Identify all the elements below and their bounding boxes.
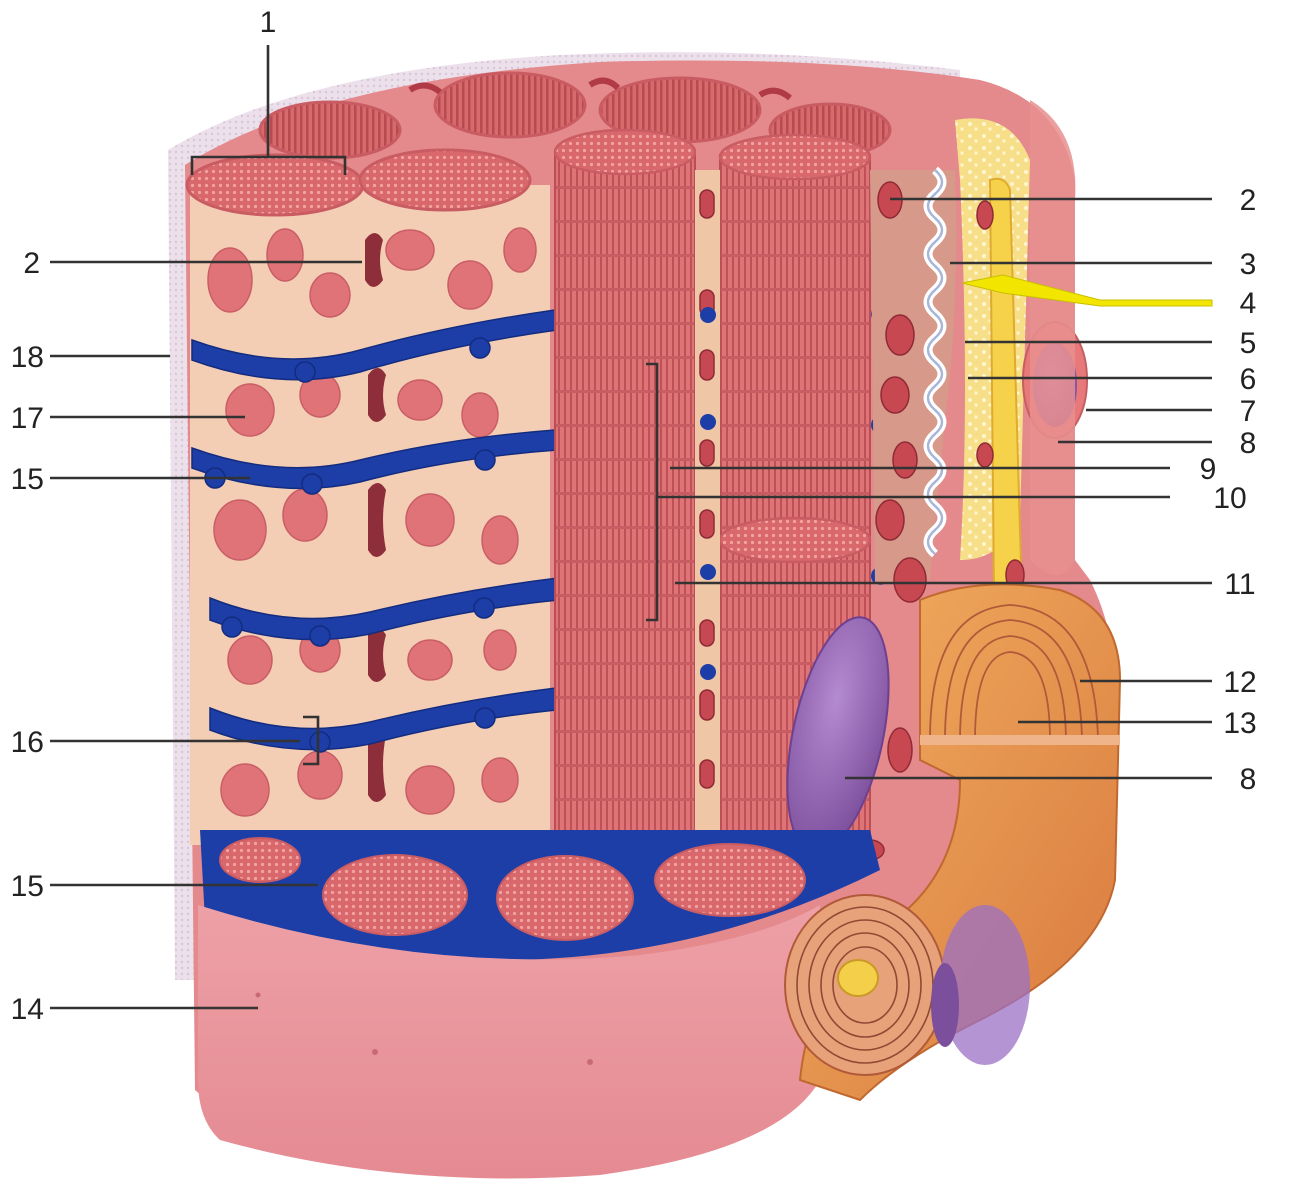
label-2-right: 2 xyxy=(1240,184,1257,217)
label-8-upper: 8 xyxy=(1240,427,1257,460)
label-4-pointer xyxy=(961,274,1213,307)
t-tubule-bands xyxy=(191,309,559,753)
bottom-cross-section xyxy=(200,830,880,960)
label-15-upper: 15 xyxy=(11,463,44,496)
label-15-lower: 15 xyxy=(11,870,44,903)
label-7: 7 xyxy=(1240,395,1257,428)
label-9: 9 xyxy=(1200,453,1217,486)
leader-lines xyxy=(50,197,1212,1010)
label-4: 4 xyxy=(1240,287,1257,320)
label-2-left: 2 xyxy=(23,247,40,280)
label-17: 17 xyxy=(11,402,44,435)
label-6: 6 xyxy=(1240,363,1257,396)
label-18: 18 xyxy=(11,341,44,374)
sarcolemma-surface xyxy=(198,905,820,1179)
label-13: 13 xyxy=(1223,707,1256,740)
label-16: 16 xyxy=(11,726,44,759)
label-3: 3 xyxy=(1240,248,1257,281)
number-labels: 1 2 18 17 15 16 15 14 2 3 4 5 6 7 8 9 10… xyxy=(11,6,1257,1026)
label-5: 5 xyxy=(1240,327,1257,360)
label-11: 11 xyxy=(1224,568,1255,601)
label-1-bracket xyxy=(190,45,347,175)
label-8-lower: 8 xyxy=(1240,763,1257,796)
label-12: 12 xyxy=(1223,666,1256,699)
label-1: 1 xyxy=(260,6,277,39)
motor-nerve xyxy=(784,583,1122,1102)
label-10: 10 xyxy=(1213,482,1246,515)
label-14: 14 xyxy=(11,993,44,1026)
